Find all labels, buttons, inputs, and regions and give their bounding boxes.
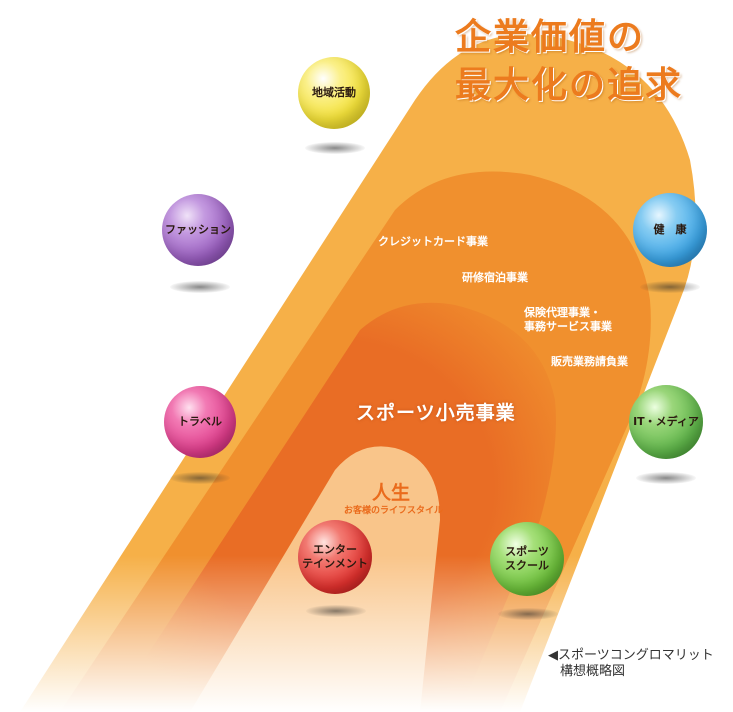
ball-health-label: 健 康: [653, 223, 687, 236]
caption-line1: ◀スポーツコングロマリット: [548, 648, 714, 663]
ball-travel: トラベル: [164, 386, 236, 458]
caption-line2: 構想概略図: [560, 664, 626, 679]
ball-shadow: [305, 142, 365, 154]
business-sales-contract: 販売業務請負業: [551, 355, 628, 368]
ball-shadow: [498, 608, 558, 620]
ball-health: 健 康: [633, 193, 707, 267]
business-office-services: 事務サービス事業: [524, 320, 612, 333]
core-business-label: スポーツ小売事業: [356, 402, 516, 424]
title-line2: 最大化の追求: [455, 64, 684, 106]
ball-entertainment: エンター テインメント: [298, 520, 372, 594]
ball-shadow: [170, 281, 230, 293]
ball-fashion: ファッション: [162, 194, 234, 266]
ball-shadow: [306, 605, 366, 617]
ball-community: 地域活動: [298, 57, 370, 129]
ball-community-label: 地域活動: [312, 86, 356, 99]
ball-sports-school-label: スポーツ スクール: [505, 545, 549, 572]
business-credit-card: クレジットカード事業: [378, 235, 488, 248]
ball-it-media: IT・メディア: [629, 385, 703, 459]
ball-shadow: [636, 472, 696, 484]
title-line1: 企業価値の: [455, 16, 646, 58]
ball-shadow: [170, 472, 230, 484]
ball-entertainment-label: エンター テインメント: [302, 543, 368, 570]
ball-fashion-label: ファッション: [165, 223, 231, 236]
business-insurance: 保険代理事業・: [524, 306, 601, 319]
ball-travel-label: トラベル: [178, 415, 222, 428]
ball-shadow: [640, 281, 700, 293]
life-main-label: 人生: [372, 482, 411, 504]
life-sub-label: お客様のライフスタイル: [344, 506, 444, 516]
ball-sports-school: スポーツ スクール: [490, 522, 564, 596]
ball-it-media-label: IT・メディア: [633, 415, 699, 428]
business-training-lodging: 研修宿泊事業: [462, 271, 528, 284]
